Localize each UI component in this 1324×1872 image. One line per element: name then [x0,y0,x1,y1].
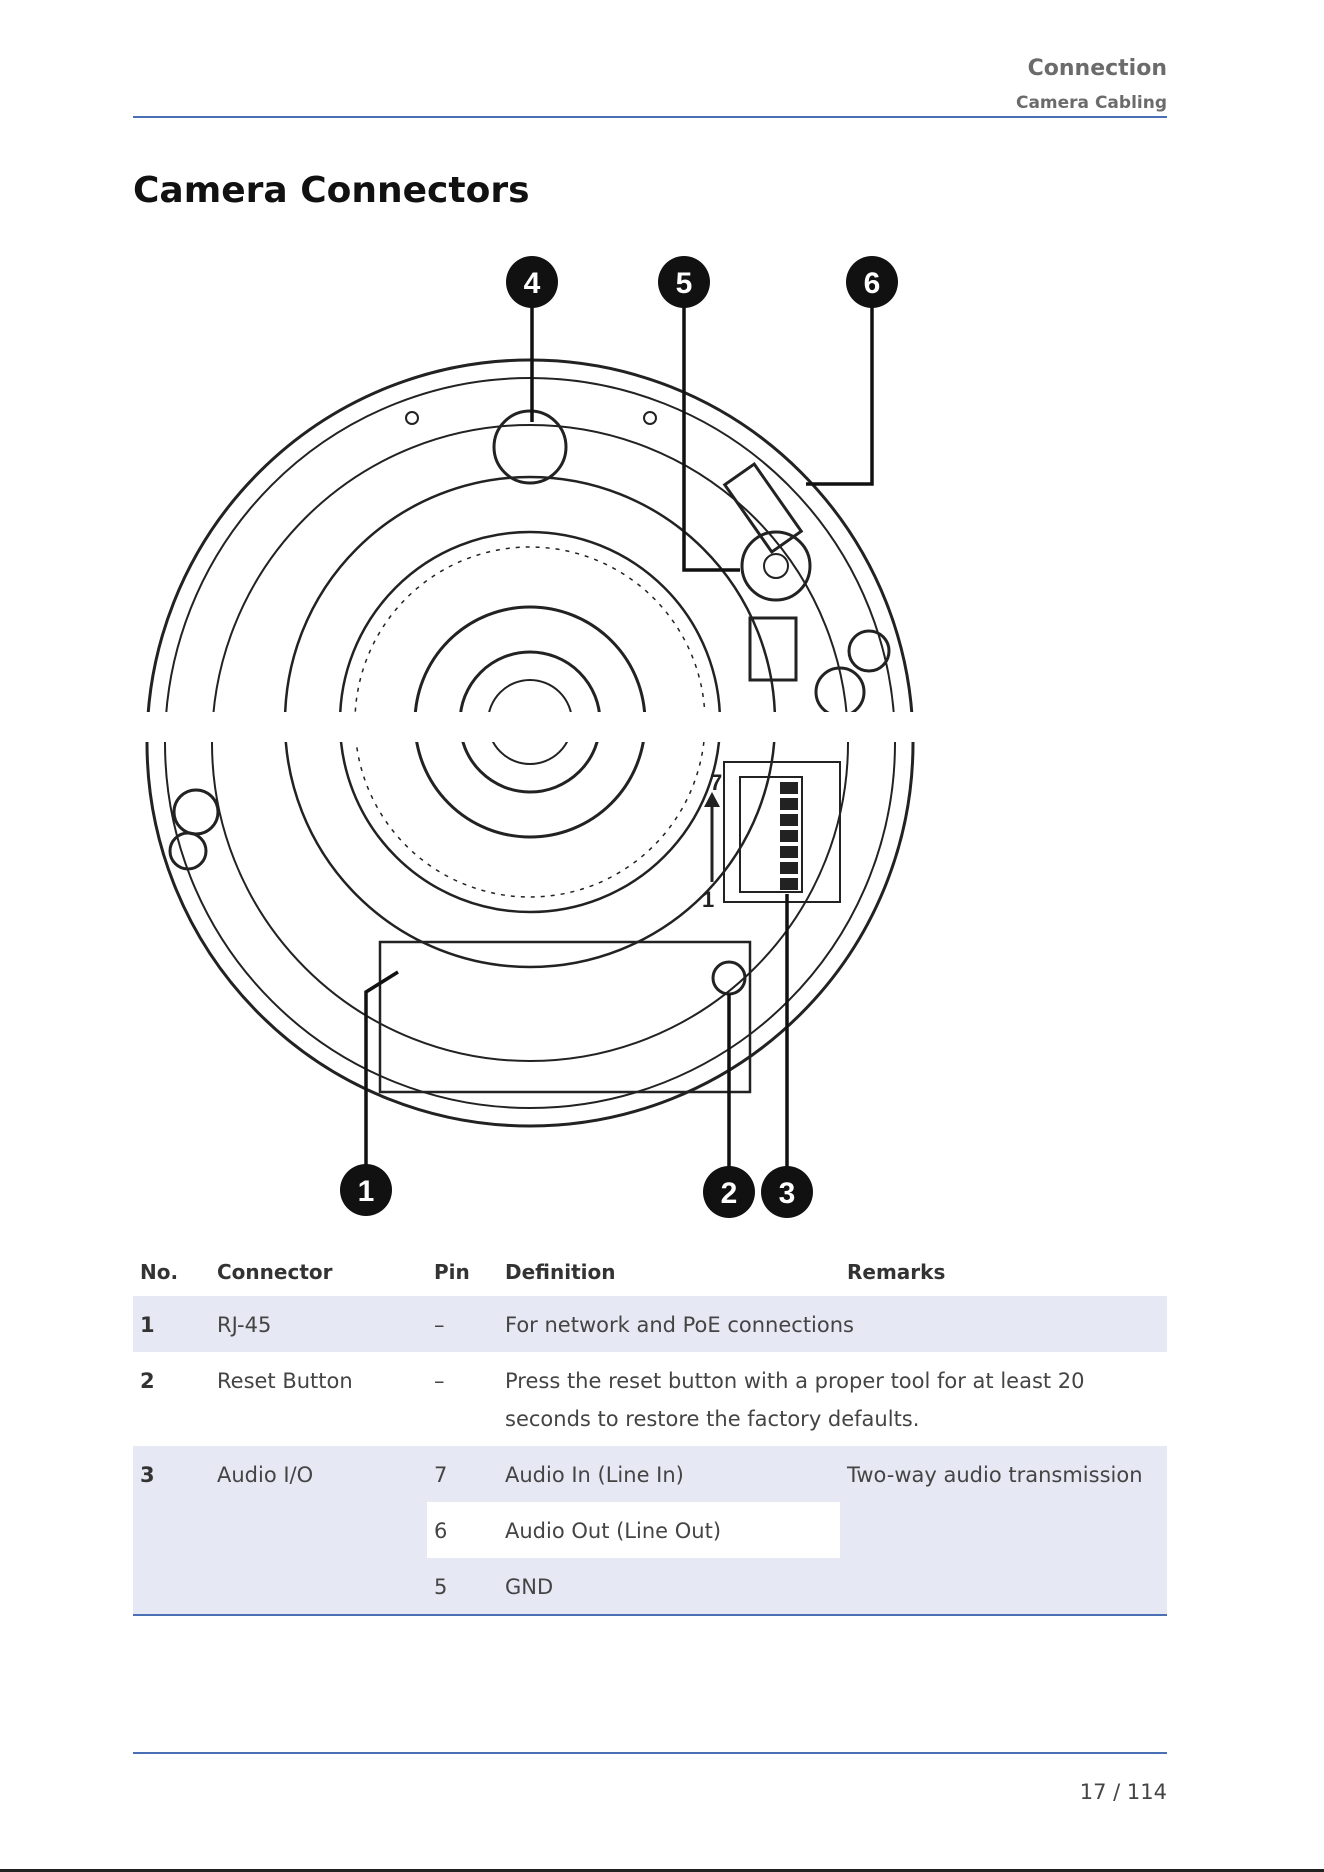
pin-arrow-head [704,792,720,807]
table-row: 3 Audio I/O 7 Audio In (Line In) Two-way… [133,1446,1167,1616]
cell-definition: Press the reset button with a proper too… [505,1369,1085,1431]
cable-tray [378,940,752,1094]
column-header-remarks: Remarks [847,1260,946,1284]
cell-pin: – [427,1296,498,1352]
leader-1 [364,970,399,1192]
camera-diagram: 7 1 4 5 6 1 2 [140,252,920,1222]
cell-no: 3 [133,1446,210,1616]
callout-number: 4 [524,267,541,300]
leader-5 [682,302,740,572]
screw-right [847,629,891,673]
column-header-no: No. [140,1260,179,1284]
terminal-pin [780,798,798,810]
terminal-pin [780,878,798,890]
terminal-block [739,776,803,893]
terminal-pin [780,814,798,826]
terminal-pin [780,846,798,858]
terminal-label-top: 7 [710,770,722,795]
callout-3: 3 [761,1166,813,1218]
column-header-definition: Definition [505,1260,616,1284]
housing-rim [164,377,896,1109]
header-section: Camera Cabling [1015,93,1167,113]
callout-4: 4 [506,256,558,308]
table-row: 1 RJ-45 – For network and PoE connection… [133,1296,1167,1352]
page-title: Camera Connectors [133,170,530,211]
leader-6 [806,302,874,486]
cell-definition: GND [498,1558,840,1616]
cell-pin: 6 [427,1502,498,1558]
camera-connectors-figure: 7 1 4 5 6 1 2 [140,252,920,1222]
callout-1: 1 [340,1164,392,1216]
outer-housing [145,358,915,1128]
cell-remarks: Two-way audio transmission [840,1446,1167,1616]
cell-pin: 5 [427,1558,498,1616]
column-header-connector: Connector [217,1260,333,1284]
column-header-pin: Pin [434,1260,470,1284]
terminal-label-bottom: 1 [702,887,714,912]
table-row: 2 Reset Button – Press the reset button … [133,1352,1167,1446]
terminal-pin [780,830,798,842]
callout-2: 2 [703,1166,755,1218]
terminal-pin [780,782,798,794]
leader-lines [364,302,874,1192]
terminal-pins [780,782,798,890]
callout-circle [506,256,558,308]
table-header-row: No. Connector Pin Definition Remarks [133,1248,1167,1296]
page-bottom-edge [0,1869,1324,1872]
callout-number: 5 [676,267,693,300]
callout-circle [761,1166,813,1218]
sensor-window [492,409,568,485]
terminal-pin [780,862,798,874]
callout-number: 3 [779,1177,796,1210]
mount-hole-left [405,411,419,425]
callout-number: 1 [358,1175,375,1208]
screw-left [168,831,208,871]
inner-ring [211,424,849,1062]
header-chapter: Connection [1027,56,1167,81]
callout-number: 2 [721,1177,738,1210]
callout-circle [658,256,710,308]
cell-definition: Audio In (Line In) [498,1446,840,1502]
figure-gap [140,712,920,742]
cell-connector: Reset Button [217,1369,353,1393]
reset-knob [740,530,812,602]
reset-knob-center [763,553,789,579]
cell-no: 1 [133,1296,210,1352]
cell-connector: Audio I/O [210,1446,427,1616]
micro-usb-port [748,616,798,682]
callout-6: 6 [846,256,898,308]
cell-pin: – [434,1369,445,1393]
page-number: 17 / 114 [1079,1780,1167,1804]
table-row: 6 Audio Out (Line Out) [133,1502,1167,1558]
footer-rule [133,1752,1167,1754]
cell-pin: 7 [427,1446,498,1502]
callout-number: 6 [864,267,881,300]
sd-slot [722,462,804,554]
cell-no: 2 [140,1369,155,1393]
page-header: Connection Camera Cabling [133,54,1167,118]
connectors-table: No. Connector Pin Definition Remarks 1 R… [133,1248,1167,1616]
callout-5: 5 [658,256,710,308]
table-row: 5 GND [133,1558,1167,1616]
cell-definition: Audio Out (Line Out) [498,1502,840,1558]
cell-connector: RJ-45 [210,1296,427,1352]
mount-hole-right [643,411,657,425]
cell-definition: For network and PoE connections [498,1296,1167,1352]
callout-circle [340,1164,392,1216]
terminal-housing [723,761,841,903]
callout-circle [846,256,898,308]
callout-circle [703,1166,755,1218]
